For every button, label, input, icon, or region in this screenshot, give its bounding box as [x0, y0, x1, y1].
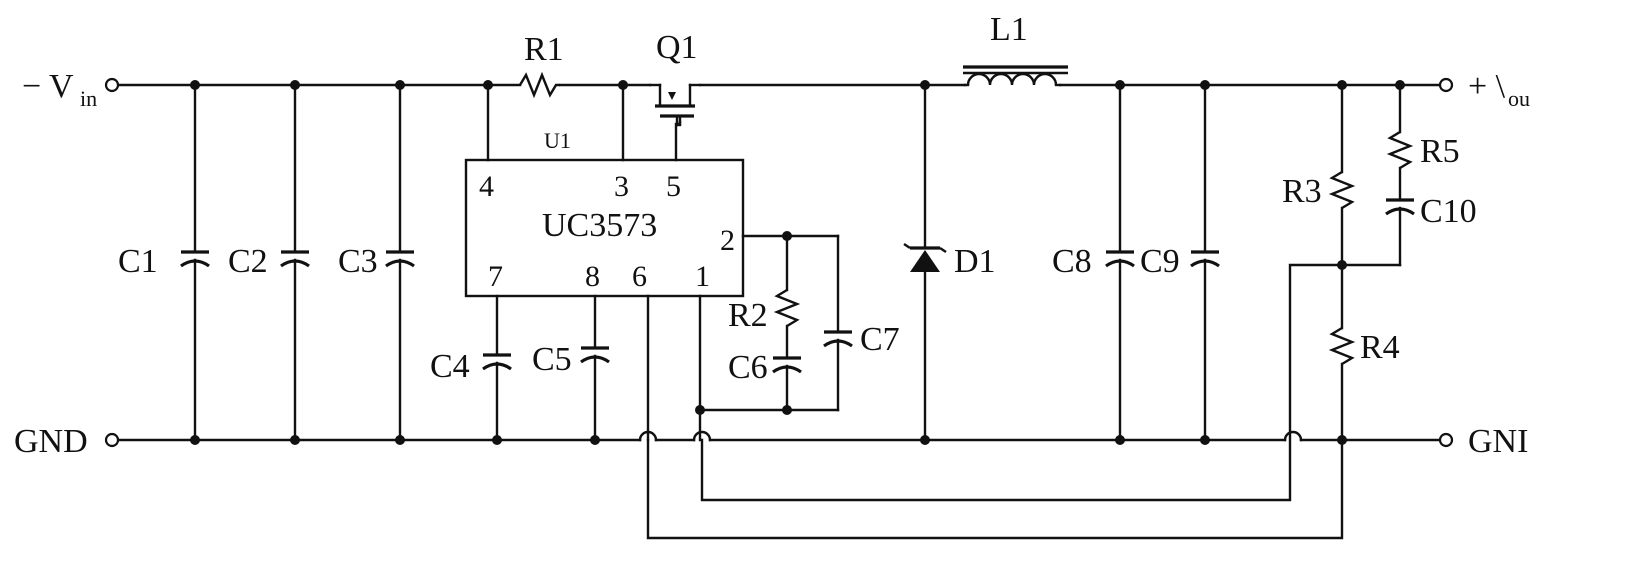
- vin-label: − V: [22, 68, 74, 105]
- gnd-left-label: GND: [14, 423, 88, 460]
- mosfet-q1: [648, 83, 702, 162]
- label-r4: R4: [1360, 329, 1400, 366]
- label-c1: C1: [118, 243, 158, 280]
- vin-subscript: in: [80, 86, 97, 111]
- resistor-r4: [1328, 263, 1356, 442]
- label-r2: R2: [728, 297, 768, 334]
- ic-pin-3: 3: [614, 170, 629, 203]
- label-c7: C7: [860, 321, 900, 358]
- feedback-wire-pin1: [698, 263, 1344, 502]
- ic-part-name: UC3573: [542, 207, 657, 244]
- label-l1: L1: [990, 11, 1028, 48]
- ic-u1: [464, 83, 745, 298]
- gnd-left-terminal: [104, 432, 120, 448]
- label-c9: C9: [1140, 243, 1180, 280]
- vin-terminal: [104, 77, 120, 93]
- gnd-rail: [116, 430, 1442, 442]
- capacitor-c4: [482, 294, 512, 442]
- ic-ref-u1: U1: [544, 128, 571, 153]
- compensation-network: [698, 234, 853, 412]
- ic-pin-5: 5: [666, 170, 681, 203]
- label-c3: C3: [338, 243, 378, 280]
- gnd-right-label: GNI: [1468, 423, 1528, 460]
- capacitor-c2: [280, 83, 310, 442]
- label-r3: R3: [1282, 173, 1322, 210]
- gnd-right-terminal: [1438, 432, 1454, 448]
- ic-pin-6: 6: [632, 260, 647, 293]
- ic-pin-8: 8: [585, 260, 600, 293]
- capacitor-c10: [1340, 198, 1415, 267]
- label-r5: R5: [1420, 133, 1460, 170]
- capacitor-c8: [1105, 83, 1135, 442]
- diode-d1: [903, 83, 947, 442]
- resistor-r3: [1328, 83, 1356, 267]
- ic-pin-1: 1: [695, 260, 710, 293]
- label-d1: D1: [954, 243, 996, 280]
- capacitor-c3: [385, 83, 415, 442]
- resistor-r5: [1386, 83, 1414, 202]
- label-c6: C6: [728, 349, 768, 386]
- junction-dots: [190, 80, 1405, 445]
- ic-pin-4: 4: [479, 170, 494, 203]
- vout-terminal: [1438, 77, 1454, 93]
- resistor-r1: [518, 71, 560, 99]
- label-c8: C8: [1052, 243, 1092, 280]
- vout-label: + \: [1468, 68, 1506, 105]
- sense-wire-pin6: [646, 294, 1344, 540]
- capacitor-c9: [1190, 83, 1220, 442]
- ic-pin-2: 2: [720, 224, 735, 257]
- capacitor-c1: [180, 83, 210, 442]
- label-c5: C5: [532, 341, 572, 378]
- ic-pin-7: 7: [488, 260, 503, 293]
- vout-subscript: ou: [1508, 86, 1530, 111]
- label-c4: C4: [430, 348, 470, 385]
- inductor-l1: [963, 65, 1068, 87]
- label-r1: R1: [524, 31, 564, 68]
- label-c2: C2: [228, 243, 268, 280]
- label-q1: Q1: [656, 29, 698, 66]
- label-c10: C10: [1420, 193, 1477, 230]
- capacitor-c5: [580, 294, 610, 442]
